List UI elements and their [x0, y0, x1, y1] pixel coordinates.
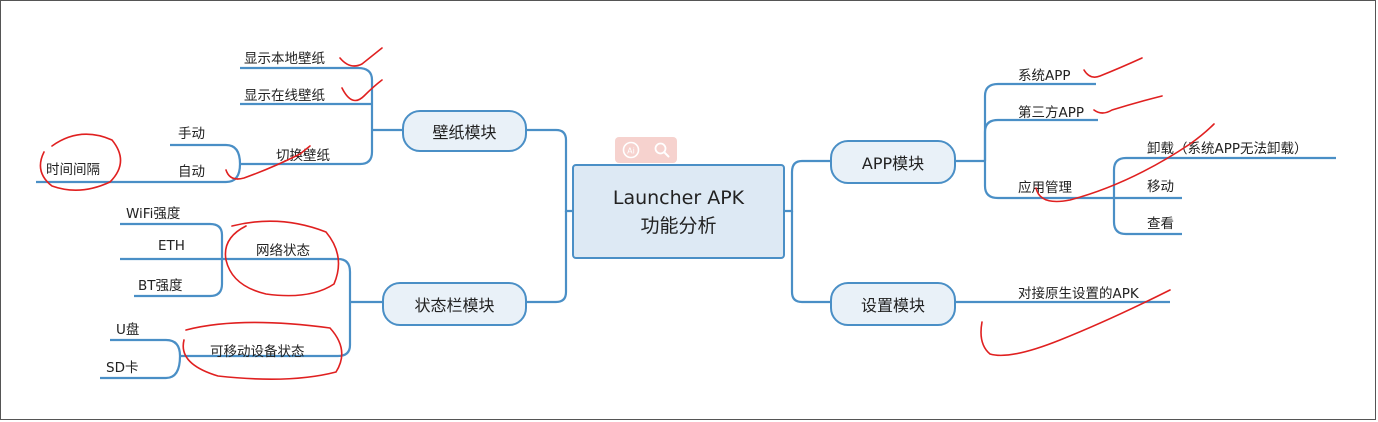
wallpaper-local-label: 显示本地壁纸 — [244, 51, 325, 67]
third-party-app-label: 第三方APP — [1018, 105, 1085, 121]
bt-strength-label: BT强度 — [138, 278, 183, 294]
circle-interval — [39, 133, 122, 191]
eth-label: ETH — [158, 238, 185, 254]
central-topic-title: Launcher APK — [612, 186, 745, 209]
native-settings-apk-label: 对接原生设置的APK — [1018, 286, 1139, 302]
system-app-label: 系统APP — [1018, 68, 1071, 84]
checkmark-third-party-app — [1093, 95, 1163, 114]
app-management-label: 应用管理 — [1018, 180, 1072, 196]
checkmark-local-wallpaper — [339, 47, 383, 67]
network-status-label: 网络状态 — [256, 243, 310, 259]
settings-module-node: 设置模块 — [830, 282, 956, 326]
usb-disk-label: U盘 — [116, 322, 140, 338]
switch-manual-label: 手动 — [178, 126, 205, 142]
wifi-strength-label: WiFi强度 — [126, 206, 181, 222]
ai-icon[interactable]: Ai — [621, 140, 641, 160]
device-status-label: 可移动设备状态 — [210, 344, 305, 360]
circle-network-status — [224, 220, 340, 297]
auto-interval-label: 时间间隔 — [46, 162, 100, 178]
search-icon[interactable] — [652, 140, 672, 160]
view-label: 查看 — [1147, 216, 1174, 232]
checkmark-native-settings — [980, 289, 1171, 357]
checkmark-switch-wallpaper — [225, 145, 311, 180]
move-label: 移动 — [1147, 179, 1174, 195]
sd-card-label: SD卡 — [106, 360, 139, 376]
circle-device-status — [182, 321, 343, 380]
central-topic: Launcher APK 功能分析 — [572, 164, 785, 259]
statusbar-module-node: 状态栏模块 — [382, 282, 527, 326]
app-module-node: APP模块 — [830, 140, 956, 184]
wallpaper-module-node: 壁纸模块 — [402, 110, 527, 152]
wallpaper-online-label: 显示在线壁纸 — [244, 88, 325, 104]
wallpaper-switch-label: 切换壁纸 — [276, 148, 330, 164]
checkmark-system-app — [1083, 57, 1143, 78]
checkmark-app-management — [1035, 123, 1215, 203]
checkmark-online-wallpaper — [341, 79, 383, 102]
svg-text:Ai: Ai — [627, 147, 635, 156]
floating-toolbar: Ai — [615, 137, 677, 163]
switch-auto-label: 自动 — [178, 164, 205, 180]
central-topic-subtitle: 功能分析 — [640, 214, 717, 237]
